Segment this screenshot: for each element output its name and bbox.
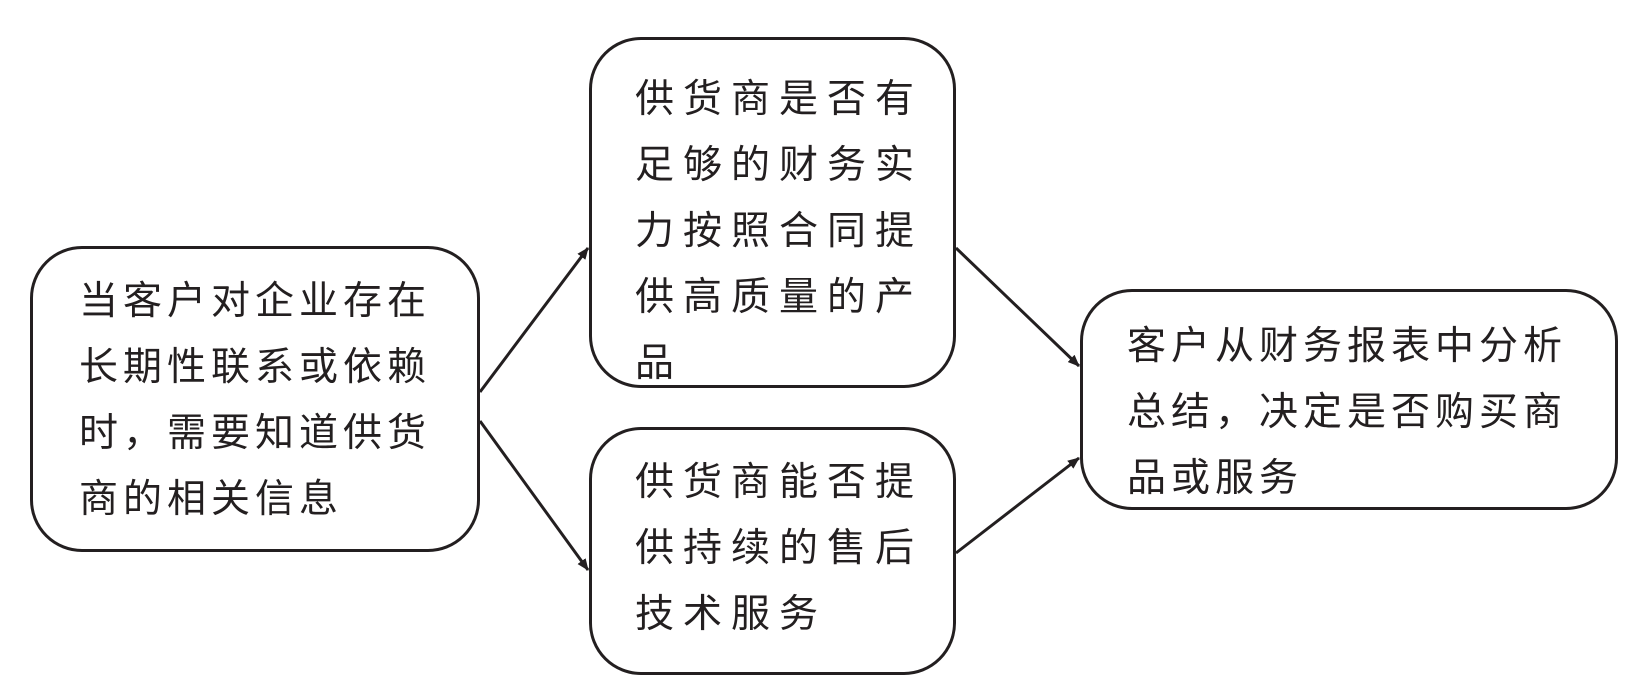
- node-purchase-decision: 客户从财务报表中分析总结，决定是否购买商品或服务: [1080, 289, 1618, 510]
- arrow-left-to-top: [478, 247, 590, 393]
- node-financial-strength: 供货商是否有足够的财务实力按照合同提供高质量的产品: [589, 37, 956, 388]
- node-bottom-text: 供货商能否提供持续的售后技术服务: [635, 460, 924, 637]
- node-customer-needs-info: 当客户对企业存在长期性联系或依赖时，需要知道供货商的相关信息: [30, 246, 480, 552]
- node-left-text: 当客户对企业存在长期性联系或依赖时，需要知道供货商的相关信息: [79, 279, 432, 522]
- arrow-left-to-bottom: [478, 420, 590, 571]
- node-right-text: 客户从财务报表中分析总结，决定是否购买商品或服务: [1127, 324, 1568, 501]
- node-after-sales-service: 供货商能否提供持续的售后技术服务: [589, 427, 956, 675]
- arrow-top-to-right: [954, 246, 1081, 368]
- node-top-text: 供货商是否有足够的财务实力按照合同提供高质量的产品: [635, 77, 924, 386]
- arrow-bottom-to-right: [955, 456, 1080, 555]
